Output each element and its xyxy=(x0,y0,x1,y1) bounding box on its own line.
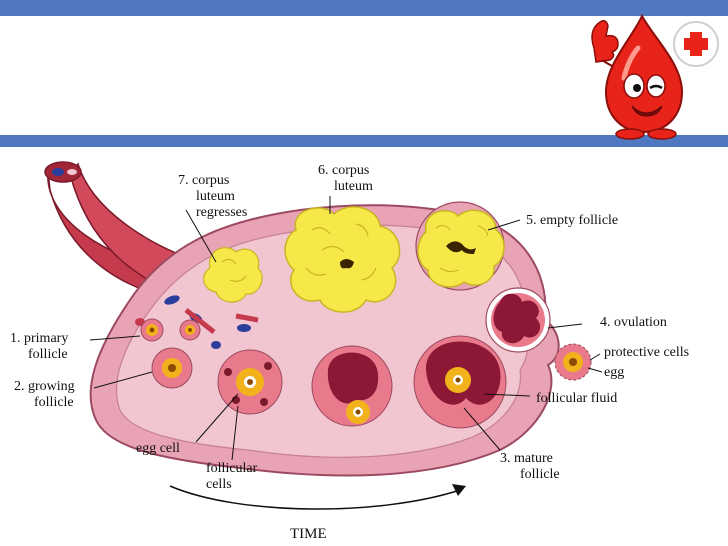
label-corpus-luteum-1: 6. corpus xyxy=(318,163,369,178)
time-arrow-head xyxy=(452,484,466,496)
follicle-with-cells xyxy=(217,349,283,415)
label-follicular-cells-1: follicular xyxy=(206,461,258,476)
label-ovulation: 4. ovulation xyxy=(600,315,667,330)
label-corpus-regress-2: luteum xyxy=(196,189,235,204)
label-egg: egg xyxy=(604,365,624,380)
label-mature-follicle-1: 3. mature xyxy=(500,451,553,466)
red-cross-icon xyxy=(673,21,719,67)
growing-follicle xyxy=(151,347,193,389)
label-pointers xyxy=(89,196,603,461)
label-mature-follicle-2: follicle xyxy=(520,467,560,482)
label-egg-cell: egg cell xyxy=(136,441,180,456)
label-corpus-regress-1: 7. corpus xyxy=(178,173,229,188)
empty-follicle xyxy=(415,201,505,291)
antral-follicle xyxy=(311,345,393,427)
label-primary-follicle-2: follicle xyxy=(28,347,68,362)
label-follicular-cells-2: cells xyxy=(206,477,232,492)
label-empty-follicle: 5. empty follicle xyxy=(526,213,618,228)
mature-follicle xyxy=(413,335,507,429)
top-accent-bar xyxy=(0,0,728,16)
label-primary-follicle-1: 1. primary xyxy=(10,331,68,346)
released-egg xyxy=(554,343,592,381)
ovulation-follicle xyxy=(485,287,551,353)
label-growing-follicle-2: follicle xyxy=(34,395,74,410)
label-growing-follicle-1: 2. growing xyxy=(14,379,75,394)
primary-follicle xyxy=(140,318,201,342)
label-protective-cells: protective cells xyxy=(604,345,689,360)
header-divider-bar xyxy=(0,135,728,147)
corpus-luteum xyxy=(284,206,401,313)
time-arrow xyxy=(169,485,461,510)
label-time: TIME xyxy=(290,526,327,542)
diagram-labels: 1. primary follicle 2. growing follicle … xyxy=(10,163,689,542)
label-corpus-regress-3: regresses xyxy=(196,205,247,220)
label-follicular-fluid: follicular fluid xyxy=(536,391,617,406)
ovary-diagram: 1. primary follicle 2. growing follicle … xyxy=(10,161,689,542)
corpus-luteum-regressing xyxy=(203,247,263,303)
blood-drop-mascot-icon xyxy=(591,13,719,140)
label-corpus-luteum-2: luteum xyxy=(334,179,373,194)
